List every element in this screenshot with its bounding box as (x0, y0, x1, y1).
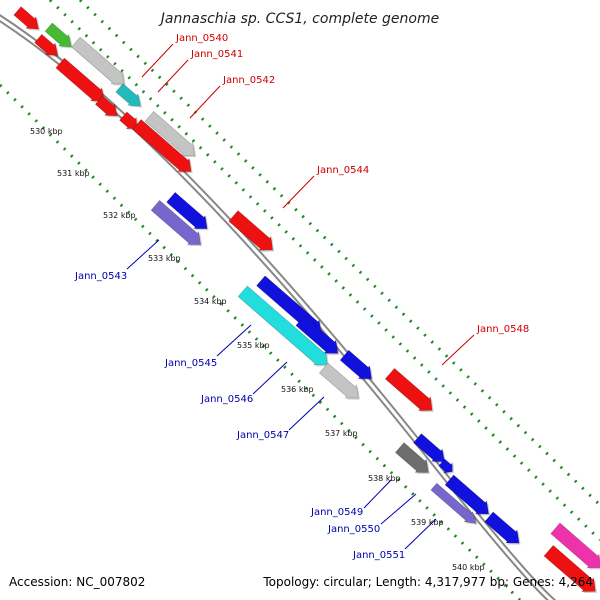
gene-arrow-blue-24 (444, 474, 489, 515)
gene-label: Jann_0542 (222, 75, 275, 86)
gene-arrow-red-8 (119, 111, 138, 130)
gene-arrow-red-26 (543, 544, 596, 592)
leader-line (252, 361, 288, 395)
gene-label: Jann_0546 (200, 394, 253, 405)
leader-line (404, 518, 437, 550)
gene-label: Jann_0551 (352, 550, 405, 561)
dotted-line-1 (48, 0, 600, 542)
kbp-label: 535 kbp (237, 341, 270, 350)
gene-arrow-darkgray-20 (394, 442, 429, 473)
gene-label: Jann_0544 (316, 165, 369, 176)
kbp-label: 531 kbp (57, 169, 90, 178)
gene-arrow-cyan-15 (237, 285, 328, 366)
kbp-label: 530 kbp (30, 127, 63, 136)
gene-label: Jann_0550 (327, 524, 380, 535)
gene-arrow-gray-5 (71, 36, 125, 85)
kbp-label: 534 kbp (194, 297, 227, 306)
gene-label: Jann_0545 (164, 358, 217, 369)
leader-line (363, 479, 392, 509)
genome-summary-text: Topology: circular; Length: 4,317,977 bp… (262, 575, 593, 589)
gene-label: Jann_0548 (476, 324, 529, 335)
kbp-label: 536 kbp (281, 385, 314, 394)
leader-line (157, 59, 189, 93)
gene-label: Jann_0547 (236, 430, 289, 441)
dotted-line-2 (0, 83, 522, 600)
leader-line (126, 239, 160, 270)
gene-arrow-slate-23 (430, 482, 477, 524)
kbp-label: 532 kbp (103, 211, 136, 220)
gene-arrow-gray-18 (318, 362, 359, 399)
gene-arrow-pink-27 (550, 522, 600, 569)
label-texts: 530 kbp 531 kbp 532 kbp 533 kbp 534 kbp 535 k… (30, 33, 529, 572)
gene-arrow-red-4 (55, 57, 105, 102)
gene-arrow-blue-25 (484, 511, 520, 544)
leader-line (189, 85, 221, 119)
dotted-line-3 (78, 0, 600, 507)
leader-line (380, 493, 417, 525)
gene-label: Jann_0540 (175, 33, 228, 44)
gene-arrow-red-9 (132, 119, 192, 172)
gene-arrow-blue-17 (339, 349, 372, 380)
gene-arrow-gray-10 (144, 110, 195, 156)
gene-arrow-slate-12 (150, 199, 201, 245)
gene-arrow-red-7 (94, 95, 118, 117)
label-leader-lines (126, 43, 475, 550)
gene-arrow-red-3 (34, 33, 59, 56)
kbp-label: 537 kbp (325, 429, 358, 438)
gene-arrow-green-2 (44, 22, 72, 48)
kbp-label: 538 kbp (368, 474, 401, 483)
leader-line (282, 175, 315, 209)
gene-arrow-red-1 (13, 6, 39, 30)
gene-arrow-cyan-6 (115, 83, 141, 107)
gene-arrow-blue-21 (413, 433, 445, 463)
gene-features (13, 6, 600, 594)
gene-label: Jann_0549 (310, 507, 363, 518)
leader-line (441, 334, 475, 366)
gene-label: Jann_0543 (74, 271, 127, 282)
kbp-label: 540 kbp (452, 563, 485, 572)
kbp-label: 539 kbp (411, 518, 444, 527)
gene-arrow-blue-22 (438, 458, 453, 474)
map-title: Jannaschia sp. CCS1, complete genome (158, 11, 439, 27)
accession-text: Accession: NC_007802 (9, 575, 145, 589)
gene-arrow-blue-11 (166, 191, 208, 230)
gene-arrow-blue-16 (295, 315, 339, 354)
leader-line (141, 43, 174, 78)
kbp-label: 533 kbp (148, 254, 181, 263)
leader-line (216, 324, 252, 357)
gene-arrow-red-19 (384, 367, 433, 411)
gene-arrow-red-13 (228, 210, 273, 251)
leader-line (288, 396, 325, 431)
gene-label: Jann_0541 (190, 49, 243, 60)
